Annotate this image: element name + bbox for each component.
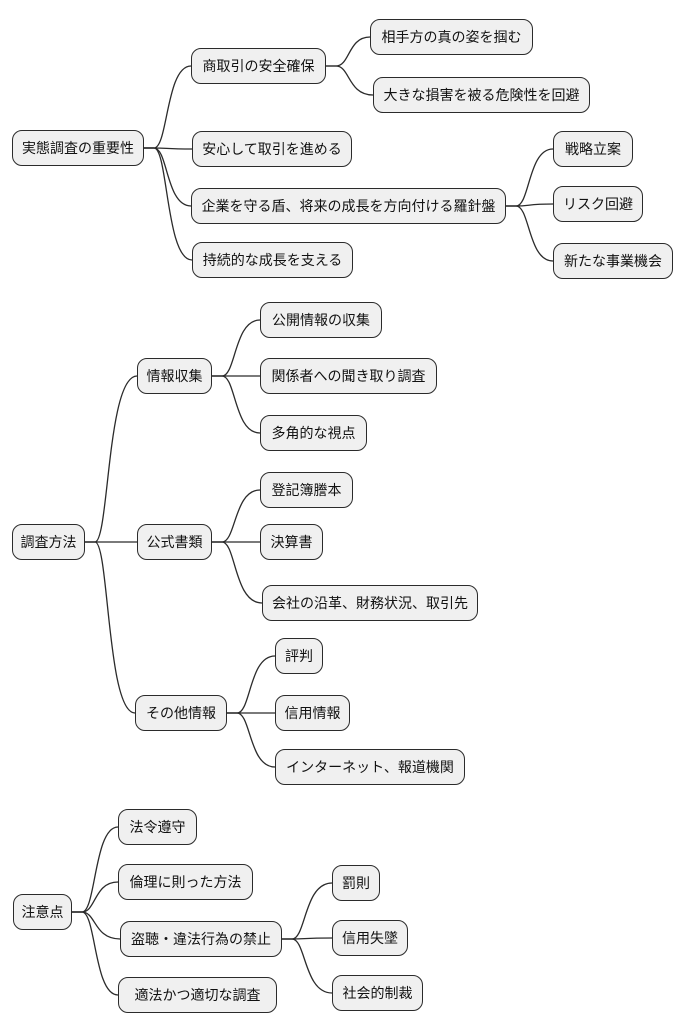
edge-wiretapping-ban-to-penalties xyxy=(281,882,333,940)
edge-transaction-safety-to-avoid-damage xyxy=(325,65,374,96)
node-ethical-methods: 倫理に則った方法 xyxy=(118,864,253,900)
node-wiretapping-illegal-acts-ban: 盗聴・違法行為の禁止 xyxy=(120,921,282,957)
node-commercial-transaction-safety: 商取引の安全確保 xyxy=(191,48,326,84)
node-multifaceted-perspective: 多角的な視点 xyxy=(260,415,367,451)
node-information-gathering: 情報収集 xyxy=(137,358,212,394)
edge-documents-to-registry xyxy=(211,489,261,543)
node-risk-avoidance: リスク回避 xyxy=(553,186,643,222)
edge-methods-to-other-info xyxy=(84,541,136,714)
edge-precautions-to-lawful-investigation xyxy=(71,911,119,996)
node-fact-finding-importance: 実態調査の重要性 xyxy=(12,130,144,166)
node-investigation-methods: 調査方法 xyxy=(12,524,85,560)
node-internet-news-media: インターネット、報道機関 xyxy=(275,749,465,785)
edge-shield-compass-to-strategy xyxy=(505,148,554,207)
edge-documents-to-company-history xyxy=(211,541,263,604)
node-penalties: 罰則 xyxy=(332,865,380,901)
node-strategy-planning: 戦略立案 xyxy=(553,131,633,167)
node-official-documents: 公式書類 xyxy=(137,524,212,560)
node-avoid-major-damage-risk: 大きな損害を被る危険性を回避 xyxy=(373,77,590,113)
node-legal-compliance: 法令遵守 xyxy=(118,809,197,845)
node-company-history-finances-partners: 会社の沿革、財務状況、取引先 xyxy=(262,585,478,621)
edge-fact-finding-to-transaction-safety xyxy=(143,65,192,149)
node-proceed-transactions-confidence: 安心して取引を進める xyxy=(192,131,352,167)
node-financial-statements: 決算書 xyxy=(260,524,323,560)
edge-precautions-to-wiretapping-ban xyxy=(71,911,121,940)
node-other-information: その他情報 xyxy=(135,695,227,731)
node-lawful-appropriate-investigation: 適法かつ適切な調査 xyxy=(118,977,277,1013)
edge-shield-compass-to-opportunities xyxy=(505,205,554,262)
edge-wiretapping-ban-to-social-sanctions xyxy=(281,938,333,994)
edge-info-gathering-to-public-info xyxy=(211,319,261,377)
node-corporate-shield-and-compass: 企業を守る盾、将来の成長を方向付ける羅針盤 xyxy=(191,188,506,224)
node-new-business-opportunities: 新たな事業機会 xyxy=(553,243,673,279)
node-credit-information: 信用情報 xyxy=(275,695,350,731)
node-social-sanctions: 社会的制裁 xyxy=(332,975,423,1011)
node-grasp-counterparty-true-identity: 相手方の真の姿を掴む xyxy=(370,19,533,55)
node-precautions: 注意点 xyxy=(13,894,72,930)
node-credibility-loss: 信用失墜 xyxy=(332,920,408,956)
node-public-information-collection: 公開情報の収集 xyxy=(260,302,382,338)
edge-precautions-to-ethics xyxy=(71,881,119,913)
edge-fact-finding-to-sustainable-growth xyxy=(143,147,193,261)
edge-other-info-to-reputation xyxy=(226,655,276,714)
edge-methods-to-info-gathering xyxy=(84,375,138,543)
node-corporate-registry-copy: 登記簿謄本 xyxy=(260,472,353,508)
edge-precautions-to-compliance xyxy=(71,826,119,913)
edge-other-info-to-internet-media xyxy=(226,712,276,768)
node-stakeholder-interviews: 関係者への聞き取り調査 xyxy=(260,358,437,394)
edge-info-gathering-to-perspective xyxy=(211,375,261,434)
edge-transaction-safety-to-true-identity xyxy=(325,36,371,67)
node-support-sustainable-growth: 持続的な成長を支える xyxy=(192,242,353,278)
node-reputation: 評判 xyxy=(275,638,323,674)
